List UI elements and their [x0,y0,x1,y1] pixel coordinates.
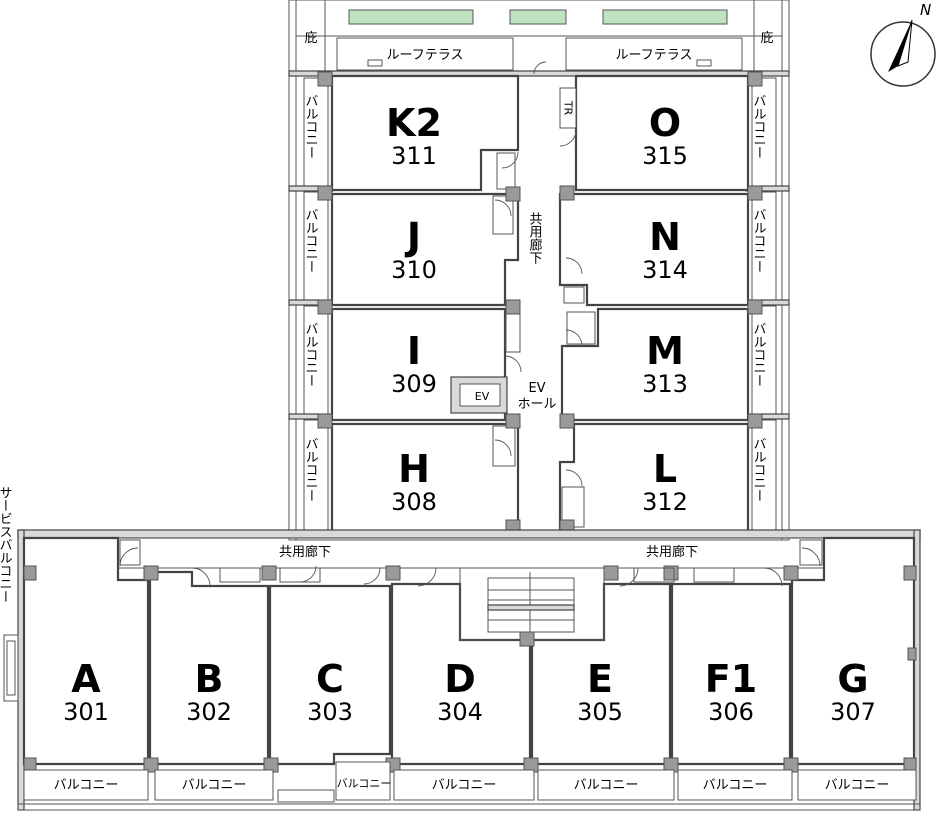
corridor-label-right: 共用廊下 [646,544,698,560]
unit-number: 313 [642,370,688,398]
balcony-label: バルコニー [303,208,319,273]
unit-307 [790,536,916,766]
unit-number: 303 [307,698,353,726]
balcony-label: バルコニー [703,778,768,793]
compass: N [870,1,936,87]
roof-terrace-right [565,37,743,71]
unit-number: 304 [437,698,483,726]
service-balcony [3,634,19,702]
unit-number: 312 [642,488,688,516]
unit-number: 310 [391,256,437,284]
lower-balcony-labels: バルコニー バルコニー バルコニー バルコニー バルコニー バルコニー バルコニ… [54,777,890,793]
ev-label: EV [475,390,490,403]
unit-letter: E [587,657,613,701]
balcony-label: バルコニー [751,322,767,387]
corridor-label-left: 共用廊下 [279,544,331,560]
unit-number: 311 [391,142,437,170]
roof-terrace-label-right: ルーフテラス [616,48,693,63]
balcony-label-small: バルコニー [337,777,392,790]
unit-letter: A [71,657,101,701]
lower-corridor-labels: 共用廊下 共用廊下 サービスバルコニー [0,486,698,603]
lower-unit-labels: A 301 B 302 C 303 D 304 E 305 F1 306 G 3… [63,657,876,726]
roof-planter [602,9,728,25]
staircase [459,567,605,641]
roof-planter [348,9,474,25]
roof-terrace-label-left: ルーフテラス [387,48,464,63]
unit-number: 302 [186,698,232,726]
lower-units [22,536,916,766]
unit-number: 309 [391,370,437,398]
corridor-label-vertical: 共用廊下 [527,212,543,264]
unit-number: 306 [708,698,754,726]
eaves-label-right: 庇 [760,31,773,46]
balcony-label: バルコニー [182,778,247,793]
unit-number: 308 [391,488,437,516]
unit-letter: K2 [386,101,442,145]
roof-terrace-labels: ルーフテラス ルーフテラス 庇 庇 [304,31,773,63]
balcony-label: バルコニー [825,778,890,793]
eaves-label-left: 庇 [304,31,317,46]
roof-planter [509,9,567,25]
unit-letter: D [444,657,476,701]
unit-letter: I [407,329,421,373]
tower-units-left [330,74,521,537]
unit-letter: C [316,657,344,701]
balcony-label: バルコニー [54,778,119,793]
tower-units-right [558,74,750,537]
unit-letter: F1 [705,657,757,701]
unit-letter: M [646,329,684,373]
unit-310 [330,192,520,307]
balcony-label: バルコニー [303,437,319,502]
unit-letter: B [195,657,224,701]
unit-letter: J [404,215,421,259]
elevator: EV EV ホール [450,376,557,414]
tower-unit-labels: K2 311 J 310 I 309 H 308 O 315 N 314 M 3… [386,101,688,516]
service-balcony-label: サービスバルコニー [0,486,12,603]
tower-balcony-labels: バルコニー バルコニー バルコニー バルコニー バルコニー バルコニー バルコニ… [303,94,767,502]
unit-number: 305 [577,698,623,726]
trunk-room [559,87,577,129]
balcony-label: バルコニー [751,94,767,159]
tower-balconies [288,77,790,535]
ev-hall-label-2: ホール [517,397,556,412]
balcony-label: バルコニー [751,208,767,273]
unit-number: 301 [63,698,109,726]
lower-balconies [23,761,917,803]
unit-letter: O [649,101,681,145]
balcony-label: バルコニー [574,778,639,793]
balcony-label: バルコニー [303,322,319,387]
roof-terrace-left [336,37,514,71]
unit-letter: G [837,657,868,701]
ev-hall-label-1: EV [528,381,545,396]
tower-corridor-details [317,61,763,535]
unit-number: 307 [830,698,876,726]
compass-north-label: N [920,1,931,19]
unit-number: 314 [642,256,688,284]
tower-corridor-labels: 共用廊下 TR [527,100,575,265]
unit-letter: N [649,215,681,259]
balcony-label: バルコニー [432,778,497,793]
unit-301 [22,536,150,766]
tr-label: TR [562,100,575,116]
unit-number: 315 [642,142,688,170]
tower-frame [288,0,790,541]
balcony-label: バルコニー [751,437,767,502]
unit-letter: L [653,447,677,491]
unit-letter: H [398,447,430,491]
balcony-label: バルコニー [303,94,319,159]
